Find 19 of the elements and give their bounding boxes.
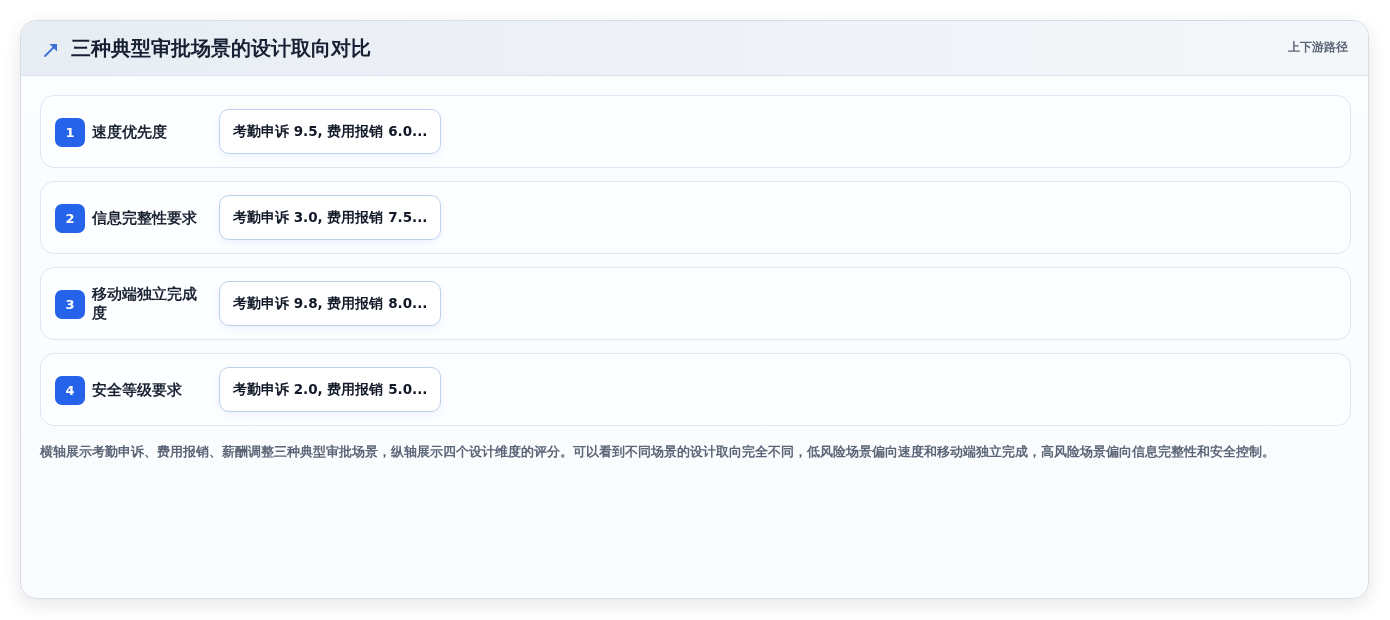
row-label: 信息完整性要求: [92, 208, 198, 227]
row-card: [40, 353, 1351, 426]
score-chip: 考勤申诉 9.8, 费用报销 8.0...: [219, 281, 442, 326]
row-label: 移动端独立完成度: [92, 284, 198, 323]
score-chip: 考勤申诉 9.5, 费用报销 6.0...: [219, 109, 442, 154]
row-card: [40, 95, 1351, 168]
score-chip: 考勤申诉 3.0, 费用报销 7.5...: [219, 195, 442, 240]
title: 三种典型审批场景的设计取向对比: [71, 35, 371, 62]
header-note: 上下游路径: [1288, 39, 1348, 56]
row-card: [40, 267, 1351, 340]
score-chip: 考勤申诉 2.0, 费用报销 5.0...: [219, 367, 442, 412]
number-badge: 3: [55, 290, 85, 319]
number-badge: 4: [55, 376, 85, 405]
number-badge: 1: [55, 118, 85, 147]
row-label: 安全等级要求: [92, 380, 183, 399]
row-card: [40, 181, 1351, 254]
caption: 横轴展示考勤申诉、费用报销、薪酬调整三种典型审批场景，纵轴展示四个设计维度的评分。可以看到不同场景的设计取向完全不同，低风险场景偏向速度和移动端独立完成，高风险场景偏向信息完整性和安全控制。: [40, 443, 1276, 461]
number-badge: 2: [55, 204, 85, 233]
row-label: 速度优先度: [92, 122, 168, 141]
